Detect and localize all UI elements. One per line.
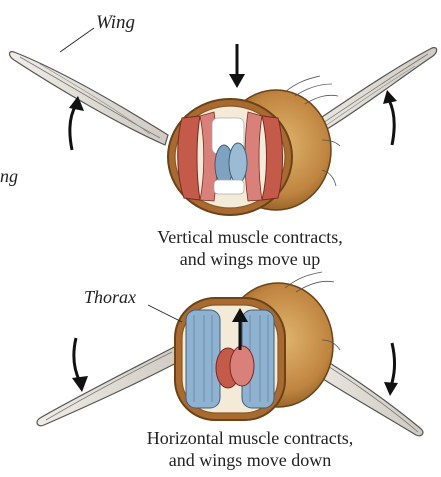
thorax-label: Thorax: [84, 287, 136, 308]
left-wing-down: [37, 345, 182, 426]
right-down-arrow: [384, 343, 398, 396]
thorax-upstroke: [168, 76, 340, 215]
downstroke-caption-line2: and wings move down: [100, 449, 400, 471]
thorax-downstroke: [175, 272, 340, 420]
upstroke-caption-line1: Vertical muscle contracts,: [100, 226, 400, 248]
cropped-label-fragment: ng: [0, 166, 18, 187]
upstroke-illustration: [10, 28, 437, 215]
upstroke-caption-line2: and wings move up: [100, 248, 400, 270]
left-down-arrow: [72, 338, 88, 392]
wing-label: Wing: [96, 12, 135, 34]
downstroke-caption-line1: Horizontal muscle contracts,: [100, 427, 400, 449]
right-up-arrow: [383, 90, 397, 145]
left-wing-up: [10, 52, 169, 145]
thorax-leader-line: [148, 305, 182, 322]
down-arrow-top: [229, 44, 245, 88]
upstroke-caption: Vertical muscle contracts, and wings mov…: [100, 226, 400, 270]
left-up-arrow: [69, 96, 84, 150]
wing-leader-line: [60, 28, 94, 52]
downstroke-caption: Horizontal muscle contracts, and wings m…: [100, 427, 400, 471]
